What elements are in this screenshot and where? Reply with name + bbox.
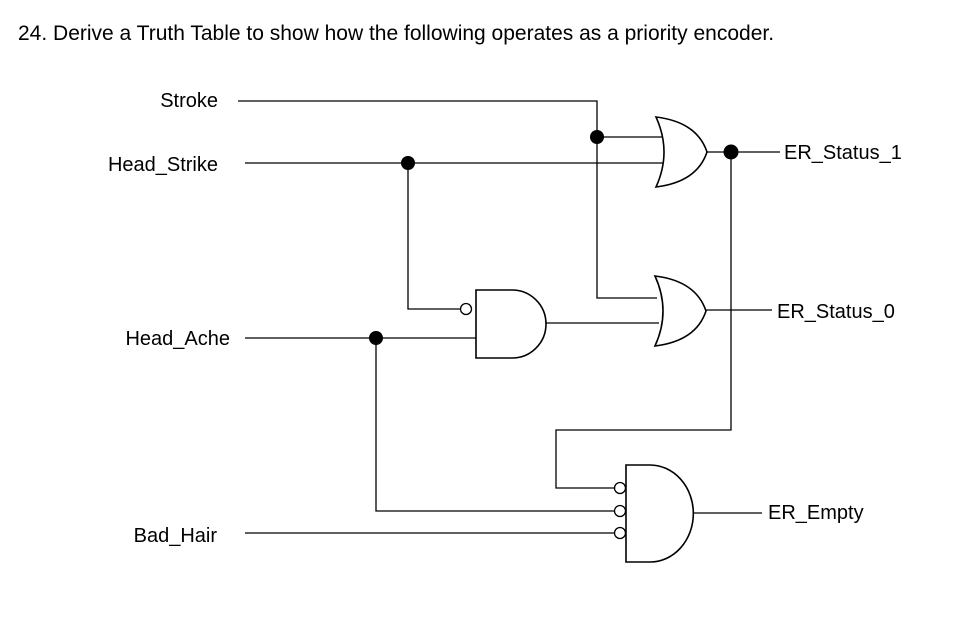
label-er-status-1: ER_Status_1 [784, 142, 902, 164]
wire-stroke [238, 100, 657, 299]
wire-or1-branch [555, 152, 732, 489]
label-head-strike: Head_Strike [108, 154, 218, 176]
label-head-ache: Head_Ache [125, 328, 230, 350]
label-er-status-0: ER_Status_0 [777, 301, 895, 323]
junction-head-strike [401, 156, 415, 170]
inverter-bubble-head-strike [459, 302, 473, 316]
junction-head-ache [369, 331, 383, 345]
junction-er-status-1 [723, 144, 739, 160]
inverter-bubble-head-ache [613, 504, 627, 518]
label-bad-hair: Bad_Hair [134, 525, 218, 547]
inverter-bubble-bad-hair [613, 526, 627, 540]
or-gate-status-0 [653, 275, 707, 347]
and-gate-empty [625, 464, 695, 563]
junction-stroke [590, 130, 604, 144]
question-text: 24. Derive a Truth Table to show how the… [18, 22, 775, 45]
wire-head-strike-branch [407, 163, 460, 310]
wire-head-ache-branch [375, 338, 614, 512]
and-gate-headache [475, 289, 547, 359]
wires [238, 100, 780, 534]
inverter-bubble-status-1 [613, 481, 627, 495]
label-stroke: Stroke [160, 90, 218, 112]
or-gate-status-1 [654, 116, 708, 188]
label-er-empty: ER_Empty [768, 502, 864, 524]
